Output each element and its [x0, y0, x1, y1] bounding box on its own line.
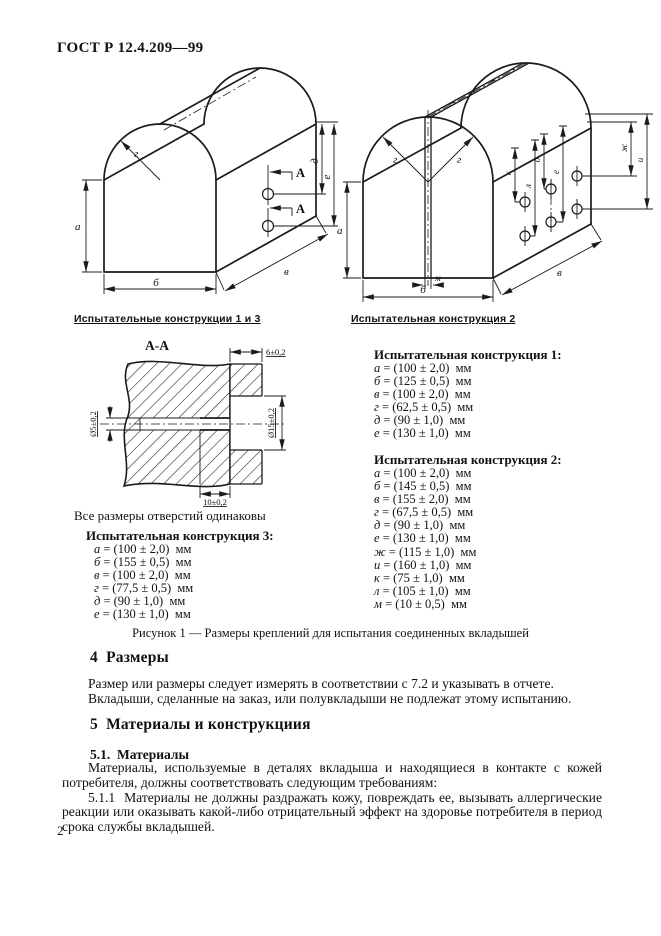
dimension-line: д = (90 ± 1,0) мм: [374, 518, 466, 533]
dim-label-b: б: [420, 284, 426, 296]
dimension-line: в = (155 ± 2,0) мм: [374, 492, 471, 507]
dim-label-d: д: [532, 157, 542, 162]
doc-number: ГОСТ Р 12.4.209—99: [57, 40, 204, 56]
dim-label-e: е: [551, 170, 561, 174]
dim-label-b: б: [153, 277, 159, 289]
dim-label-v: в: [284, 266, 289, 278]
side-face-holes: [519, 166, 583, 246]
dimension-line: д = (90 ± 1,0) мм: [94, 594, 186, 609]
dim-label-g: г: [134, 148, 139, 160]
paragraph: Материалы, используемые в деталях вклады…: [62, 760, 602, 790]
dim-label-k: к: [503, 170, 513, 175]
dimension-line: б = (125 ± 0,5) мм: [374, 374, 472, 389]
dimension-line: ж = (115 ± 1,0) мм: [374, 544, 477, 559]
arch-body-outline: [362, 62, 592, 286]
dimension-line: б = (155 ± 0,5) мм: [94, 555, 192, 570]
dimension-line: а = (100 ± 2,0) мм: [94, 542, 192, 556]
dim-label-d: д: [309, 158, 321, 164]
dimension-line: е = (130 ± 1,0) мм: [374, 426, 471, 441]
dim-label-e: е: [321, 174, 333, 179]
dimension-line: в = (100 ± 2,0) мм: [374, 387, 471, 402]
spec-list-construction-2: Испытательная конструкция 2: а = (100 ± …: [374, 452, 562, 611]
section-5-heading: 5 Материалы и конструкциия: [90, 716, 311, 733]
dimension-line: в = (100 ± 2,0) мм: [94, 568, 191, 583]
dim-label-a: а: [75, 221, 81, 233]
dimension-line: л = (105 ± 1,0) мм: [374, 583, 471, 598]
section-4-heading: 4 Размеры: [90, 649, 169, 666]
spec-title: Испытательная конструкция 3:: [86, 528, 274, 543]
dim-bore-diameter: Ø15±0,2: [266, 408, 276, 438]
dim-label-v: в: [557, 267, 562, 279]
dim-label-i: и: [635, 157, 645, 162]
dim-top: 6±0,2: [266, 347, 286, 357]
dimension-line: е = (130 ± 1,0) мм: [94, 607, 191, 622]
hatched-block: [100, 360, 286, 488]
dimension-line: е = (130 ± 1,0) мм: [374, 531, 471, 546]
dim-label-m: м: [434, 273, 441, 283]
dimension-line: а = (100 ± 2,0) мм: [374, 361, 472, 375]
spec-list-construction-1: Испытательная конструкция 1: а = (100 ± …: [374, 347, 562, 441]
dim-label-zh: ж: [619, 143, 629, 152]
section-5-body: Материалы, используемые в деталях вклады…: [62, 760, 602, 835]
paragraph: Вкладыши, сделанные на заказ, или полувк…: [88, 690, 572, 706]
dimension-line: м = (10 ± 0,5) мм: [374, 596, 467, 611]
caption-construction-2: Испытательная конструкция 2: [351, 313, 516, 325]
arch-body-outline: [103, 67, 317, 273]
dimension-lines: [82, 121, 338, 294]
spec-title: Испытательная конструкция 2:: [374, 452, 562, 467]
holes-note: Все размеры отверстий одинаковы: [74, 508, 266, 523]
section-4-body: Размер или размеры следует измерять в со…: [62, 676, 602, 707]
spec-list-construction-3: Испытательная конструкция 3: а = (100 ± …: [86, 528, 274, 622]
dimension-line: г = (62,5 ± 0,5) мм: [374, 400, 474, 415]
dim-label-a: а: [337, 225, 343, 237]
drawing-construction-2: а б м в г г к л д е ж и: [337, 62, 653, 302]
dimension-line: д = (90 ± 1,0) мм: [374, 413, 466, 428]
caption-constructions-1-3: Испытательные конструкции 1 и 3: [74, 313, 261, 325]
paragraph: 5.1.1 Материалы не должны раздражать кож…: [62, 789, 602, 835]
dimension-line: и = (160 ± 1,0) мм: [374, 557, 472, 572]
dim-label-g-right: г: [457, 154, 462, 166]
dimension-line: г = (67,5 ± 0,5) мм: [374, 505, 474, 520]
dim-label-l: л: [523, 184, 533, 189]
dimension-line: г = (77,5 ± 0,5) мм: [94, 581, 194, 596]
section-mark-A-top: А: [296, 166, 305, 180]
section-mark-A-bottom: А: [296, 202, 305, 216]
figure-caption: Рисунок 1 — Размеры креплений для испыта…: [132, 626, 529, 640]
page-number: 2: [57, 823, 64, 838]
section-5-1-heading: 5.1. Материалы: [90, 747, 190, 762]
dimension-lines: [106, 348, 286, 498]
dimension-line: к = (75 ± 1,0) мм: [374, 570, 465, 585]
dimension-lines: [343, 113, 653, 302]
dim-bottom: 10±0,2: [203, 497, 227, 507]
dim-label-g-left: г: [393, 154, 398, 166]
dim-hole-diameter: Ø5±0,2: [88, 411, 98, 437]
dimension-line: б = (145 ± 0,5) мм: [374, 479, 472, 494]
section-view-a-a: А-А Ø5±0,2 6±0,2 Ø15±0,2 10±0,2: [88, 338, 286, 507]
drawing-constructions-1-3: а б в г д е А А: [75, 67, 338, 294]
spec-title: Испытательная конструкция 1:: [374, 347, 562, 362]
section-view-title: А-А: [145, 338, 169, 353]
paragraph: Размер или размеры следует измерять в со…: [88, 676, 554, 691]
dimension-line: а = (100 ± 2,0) мм: [374, 466, 472, 480]
